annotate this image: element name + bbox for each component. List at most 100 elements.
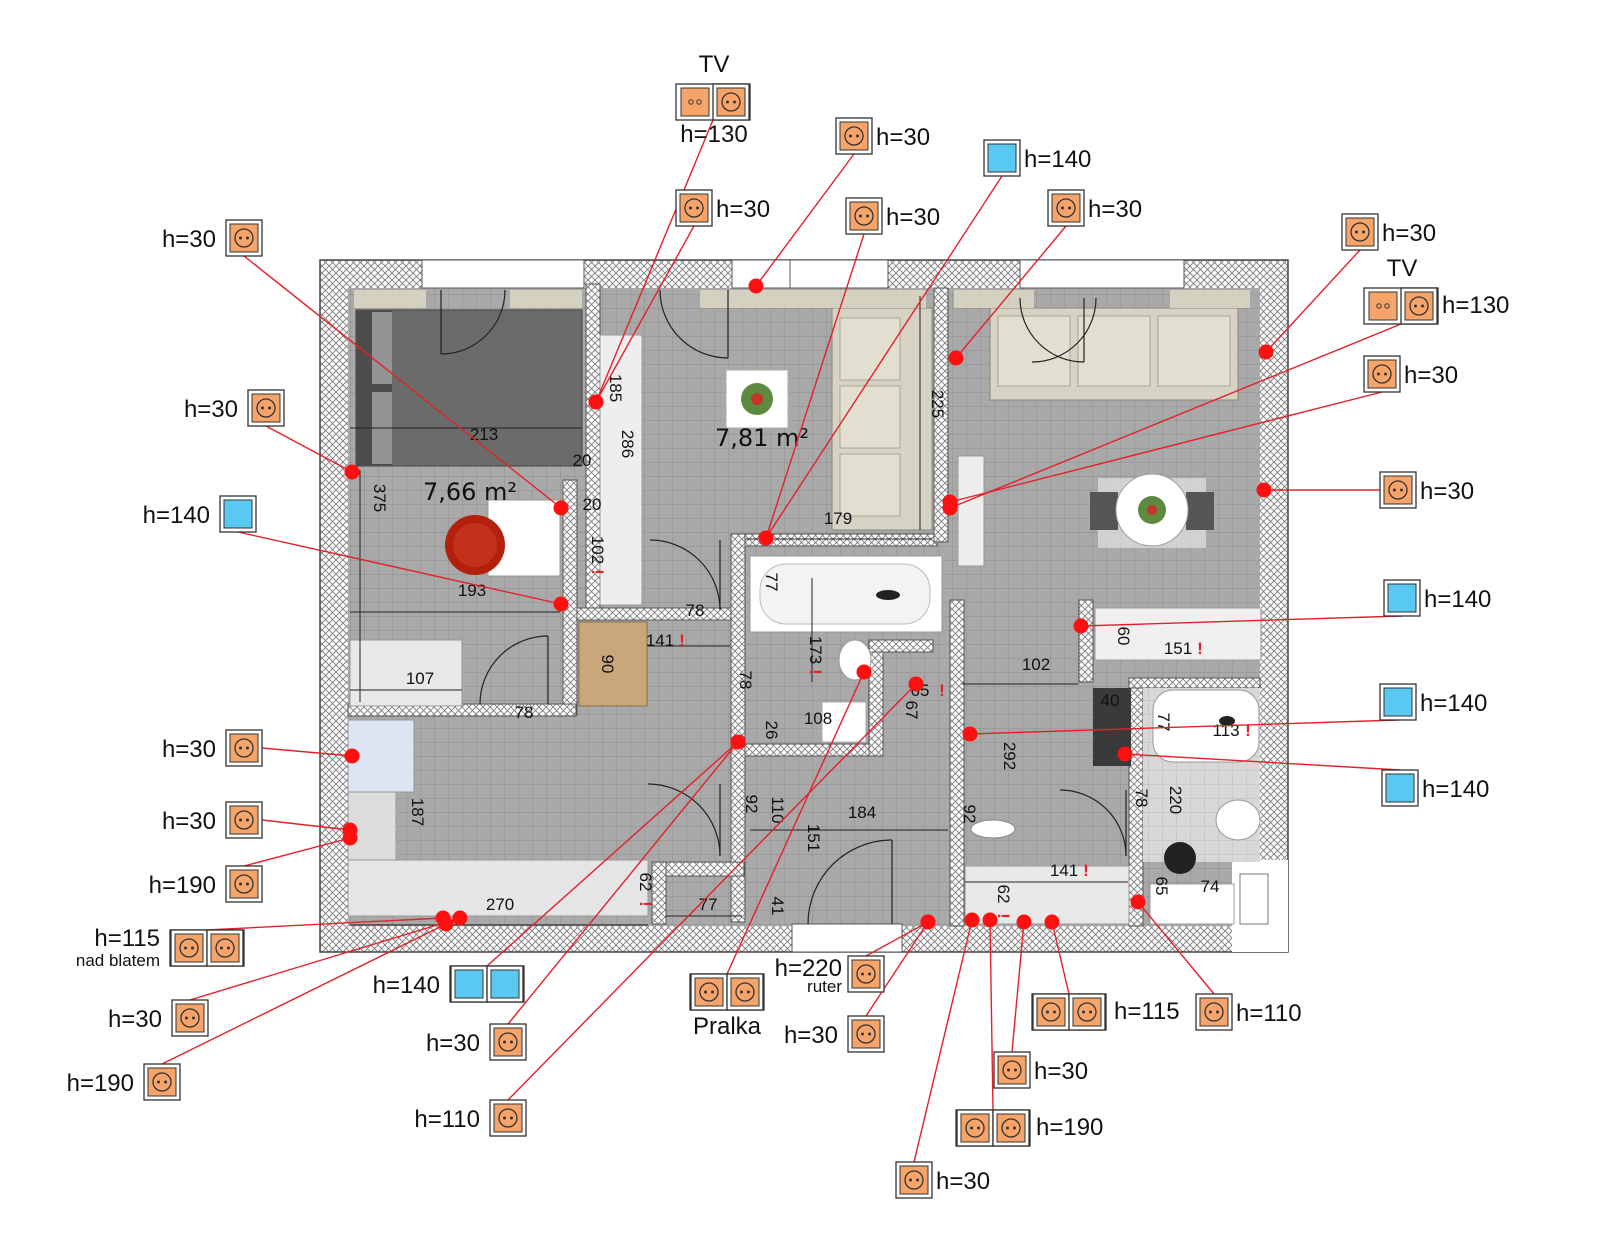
outlet-socket-icon: [225, 865, 263, 903]
socket-marker[interactable]: [942, 494, 958, 510]
outlet-socket-icon: [489, 1099, 527, 1137]
callout-c-top-h30d: h=30: [1047, 189, 1142, 227]
socket-marker[interactable]: [553, 596, 569, 612]
callout-c-bot-h140: h=140: [373, 965, 525, 1003]
warning-mark: !: [1197, 639, 1203, 658]
callout-label: h=30: [886, 204, 940, 231]
dimension-d92a: 92: [742, 795, 761, 814]
dimension-d375: 375: [370, 484, 389, 512]
socket-marker[interactable]: [962, 726, 978, 742]
outlet-socket-icon: [1400, 287, 1438, 325]
callout-c-left-h190a: h=190: [149, 865, 263, 903]
outlet-socket-icon: [1032, 993, 1070, 1031]
outlet-socket-icon: [247, 389, 285, 427]
socket-marker[interactable]: [1130, 894, 1146, 910]
leader-lines: [161, 119, 1403, 1163]
socket-callouts: h=130TVh=30h=30h=30h=140h=30h=30h=130TVh…: [67, 51, 1509, 1199]
socket-marker[interactable]: [1044, 914, 1060, 930]
socket-marker[interactable]: [730, 734, 746, 750]
callout-label: h=190: [1036, 1114, 1103, 1141]
callout-c-right-h140c: h=140: [1381, 769, 1489, 807]
callout-c-right-h30c: h=30: [1379, 471, 1474, 509]
callout-label: h=110: [414, 1106, 480, 1133]
dimension-d151a: 151: [804, 824, 823, 852]
socket-marker[interactable]: [344, 748, 360, 764]
socket-marker[interactable]: [344, 464, 360, 480]
dimension-d65b: 65: [1152, 877, 1171, 896]
double-outlet-icon: [689, 973, 765, 1011]
socket-marker[interactable]: [342, 830, 358, 846]
socket-markers: [342, 278, 1274, 932]
outlet-socket-icon: [690, 973, 728, 1011]
callout-label: h=30: [162, 226, 216, 253]
socket-marker[interactable]: [452, 910, 468, 926]
dimension-d41: 41: [768, 897, 787, 916]
outlet-socket-icon: [225, 219, 263, 257]
callout-label: h=130: [1442, 292, 1509, 319]
dimension-d77b: 77: [699, 895, 718, 914]
double-outlet-icon: [1031, 993, 1107, 1031]
socket-marker[interactable]: [982, 912, 998, 928]
double-outlet-icon: [169, 929, 245, 967]
socket-marker[interactable]: [438, 916, 454, 932]
callout-label: h=30: [936, 1168, 990, 1195]
outlet-socket-icon: [726, 973, 764, 1011]
socket-marker[interactable]: [748, 278, 764, 294]
dimension-d225: 225: [928, 390, 947, 418]
socket-marker[interactable]: [588, 394, 604, 410]
callout-label: h=30: [1088, 196, 1142, 223]
dimension-d179: 179: [824, 509, 852, 528]
callout-c-bot-h30d: h=30: [895, 1161, 990, 1199]
dimension-d173: 173: [806, 636, 825, 664]
outlet-socket-icon: [225, 801, 263, 839]
outlet-socket-icon: [993, 1051, 1031, 1089]
socket-marker[interactable]: [758, 530, 774, 546]
warning-mark: !: [1245, 721, 1251, 740]
data-box-icon: [1381, 769, 1419, 807]
dimension-d78b: 78: [686, 601, 705, 620]
callout-c-right-h140b: h=140: [1379, 683, 1487, 721]
dimension-d141a: 141: [646, 631, 674, 650]
callout-label: h=30: [1420, 478, 1474, 505]
socket-marker[interactable]: [1258, 344, 1274, 360]
socket-marker[interactable]: [948, 350, 964, 366]
outlet-socket-icon: [847, 1015, 885, 1053]
outlet-socket-icon: [895, 1161, 933, 1199]
socket-marker[interactable]: [908, 676, 924, 692]
dimension-d78d: 78: [1132, 789, 1151, 808]
outlet-socket-icon: [956, 1109, 994, 1147]
dimension-d74: 74: [1201, 877, 1220, 896]
outlet-socket-icon: [143, 1063, 181, 1101]
outlet-socket-icon: [675, 189, 713, 227]
data-box-icon: [486, 965, 524, 1003]
socket-marker[interactable]: [856, 664, 872, 680]
warning-mark: !: [806, 669, 825, 675]
socket-marker[interactable]: [1073, 618, 1089, 634]
socket-marker[interactable]: [1256, 482, 1272, 498]
tv-outlet-icon: [675, 83, 751, 121]
callout-c-left-h30a: h=30: [162, 219, 263, 257]
data-box-icon: [983, 139, 1021, 177]
dimension-d102a: 102: [588, 536, 607, 564]
socket-marker[interactable]: [1016, 914, 1032, 930]
callout-c-right-h30a: h=30: [1341, 213, 1436, 251]
warning-mark: !: [939, 681, 945, 700]
room-area-labels: 7,66 m²7,81 m²: [423, 424, 809, 506]
dimension-d151b: 151: [1164, 639, 1192, 658]
socket-marker[interactable]: [1117, 746, 1133, 762]
outlet-socket-icon: [489, 1023, 527, 1061]
callout-c-left-h30d: h=30: [162, 801, 263, 839]
callout-label: h=30: [162, 736, 216, 763]
dimension-d62b: 62: [994, 885, 1013, 904]
callout-c-left-h140: h=140: [143, 495, 257, 533]
callout-c-bot-h30c: h=30: [993, 1051, 1088, 1089]
callout-label: h=115: [94, 925, 160, 952]
callout-c-bot-h30a: h=30: [426, 1023, 527, 1061]
socket-marker[interactable]: [964, 912, 980, 928]
socket-marker[interactable]: [920, 914, 936, 930]
outlet-socket-icon: [1379, 471, 1417, 509]
socket-marker[interactable]: [553, 500, 569, 516]
dimension-d213: 213: [470, 425, 498, 444]
